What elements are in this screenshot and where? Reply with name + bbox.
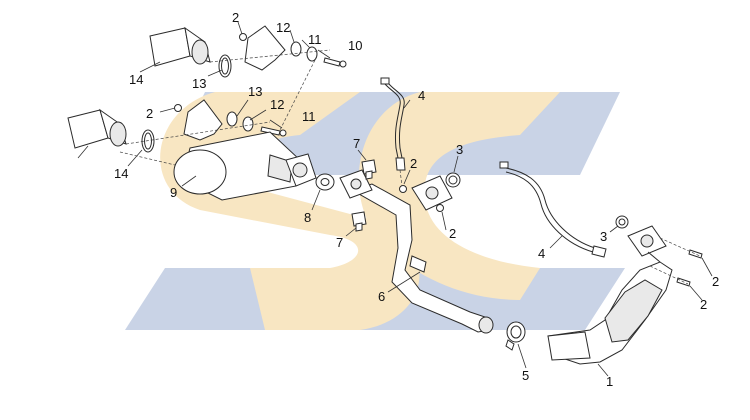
callout-10-bottom: 11 bbox=[302, 109, 316, 124]
callout-7-top: 7 bbox=[353, 136, 360, 151]
callout-2-top: 2 bbox=[232, 10, 239, 25]
bolt-top-head bbox=[339, 60, 347, 68]
header-heat-shield bbox=[604, 279, 663, 343]
bolt-top bbox=[323, 57, 341, 67]
gasket bbox=[315, 173, 335, 191]
oxygen-sensor-upper bbox=[380, 77, 406, 187]
pipe-flange-hole bbox=[350, 178, 362, 190]
callout-14-top: 14 bbox=[129, 72, 143, 87]
flange-gasket-right bbox=[615, 215, 629, 229]
muffler-body bbox=[119, 131, 317, 201]
muffler-outlet-flange bbox=[267, 154, 293, 183]
lower-tip-assembly bbox=[67, 59, 316, 153]
header-pipe-inlet bbox=[547, 331, 591, 361]
callouts: 14 13 2 12 11 10 2 13 12 11 14 9 8 7 7 4… bbox=[114, 10, 719, 389]
axis-line-top bbox=[209, 49, 331, 63]
front-header-pipe bbox=[547, 225, 673, 365]
axis-line-stud-upper bbox=[659, 237, 701, 257]
callout-7-bottom: 7 bbox=[336, 235, 343, 250]
callout-2-right-lower: 2 bbox=[700, 297, 707, 312]
leader-lines bbox=[77, 21, 713, 377]
callout-3-right: 3 bbox=[600, 229, 607, 244]
pipe-clamp bbox=[505, 321, 526, 351]
o2-bung-top bbox=[361, 159, 377, 180]
heat-shield-bracket-top bbox=[244, 25, 286, 71]
muffler-end-cap bbox=[173, 149, 227, 195]
callout-13-bottom: 14 bbox=[114, 166, 128, 181]
pipe-outlet-end bbox=[478, 316, 494, 334]
header-neck bbox=[647, 251, 661, 263]
header-flange-hole bbox=[640, 234, 654, 248]
bolt-bottom bbox=[260, 126, 281, 136]
callout-8: 8 bbox=[304, 210, 311, 225]
callout-11-bottom: 12 bbox=[270, 97, 284, 112]
axis-line-stud-lower bbox=[649, 265, 689, 285]
callout-11-top: 11 bbox=[308, 32, 322, 47]
callout-4-upper: 4 bbox=[418, 88, 425, 103]
callout-12-bottom: 13 bbox=[248, 84, 262, 99]
callout-6: 6 bbox=[378, 289, 385, 304]
nut-bottom bbox=[174, 104, 182, 112]
clamp-ring-bottom-inner bbox=[144, 132, 152, 150]
callout-12-top: 12 bbox=[276, 20, 290, 35]
tail-tip-bottom-opening bbox=[109, 121, 127, 147]
flange-gasket-right-inner bbox=[618, 218, 626, 226]
flange-gasket-top bbox=[445, 172, 461, 188]
upper-tip-assembly bbox=[149, 25, 347, 78]
o2-bung-bottom bbox=[351, 211, 367, 232]
nut-top bbox=[239, 33, 247, 41]
axis-line-muffler bbox=[119, 151, 176, 166]
oxygen-sensor-lower bbox=[499, 161, 607, 258]
callout-10-top: 10 bbox=[348, 38, 362, 53]
grommet-bottom bbox=[226, 111, 238, 127]
stud-right-upper bbox=[688, 249, 703, 259]
grommet-top bbox=[290, 41, 302, 57]
callout-5: 5 bbox=[522, 368, 529, 383]
gasket-inner bbox=[320, 178, 330, 186]
heat-shield-bracket-bottom bbox=[183, 99, 223, 141]
exhaust-pipe bbox=[339, 169, 494, 334]
pipe-mid-flange-hole bbox=[425, 186, 439, 200]
callout-1: 1 bbox=[606, 374, 613, 389]
spacer-bottom bbox=[242, 116, 254, 132]
flange-gasket-top-inner bbox=[448, 175, 458, 185]
nut-pipe-upper bbox=[399, 185, 407, 193]
callout-4-lower: 4 bbox=[538, 246, 545, 261]
tail-tip-top-opening bbox=[191, 39, 209, 65]
clamp-ring-top-inner bbox=[221, 57, 229, 75]
muffler-flange-hole bbox=[292, 162, 308, 178]
nut-pipe-lower bbox=[436, 204, 444, 212]
callout-13-top: 13 bbox=[192, 76, 206, 91]
pipe-bracket-tab bbox=[409, 255, 427, 273]
callout-2-pipe-lower: 2 bbox=[449, 226, 456, 241]
callout-9: 9 bbox=[170, 185, 177, 200]
axis-line-link bbox=[279, 59, 316, 131]
spacer-top bbox=[306, 46, 318, 62]
callout-3-top: 3 bbox=[456, 142, 463, 157]
callout-2-bottom: 2 bbox=[146, 106, 153, 121]
callout-2-pipe-upper: 2 bbox=[410, 156, 417, 171]
callout-2-right-upper: 2 bbox=[712, 274, 719, 289]
axis-line-bottom bbox=[125, 121, 271, 145]
tail-tip-top bbox=[149, 27, 191, 67]
bolt-bottom-head bbox=[279, 129, 287, 137]
